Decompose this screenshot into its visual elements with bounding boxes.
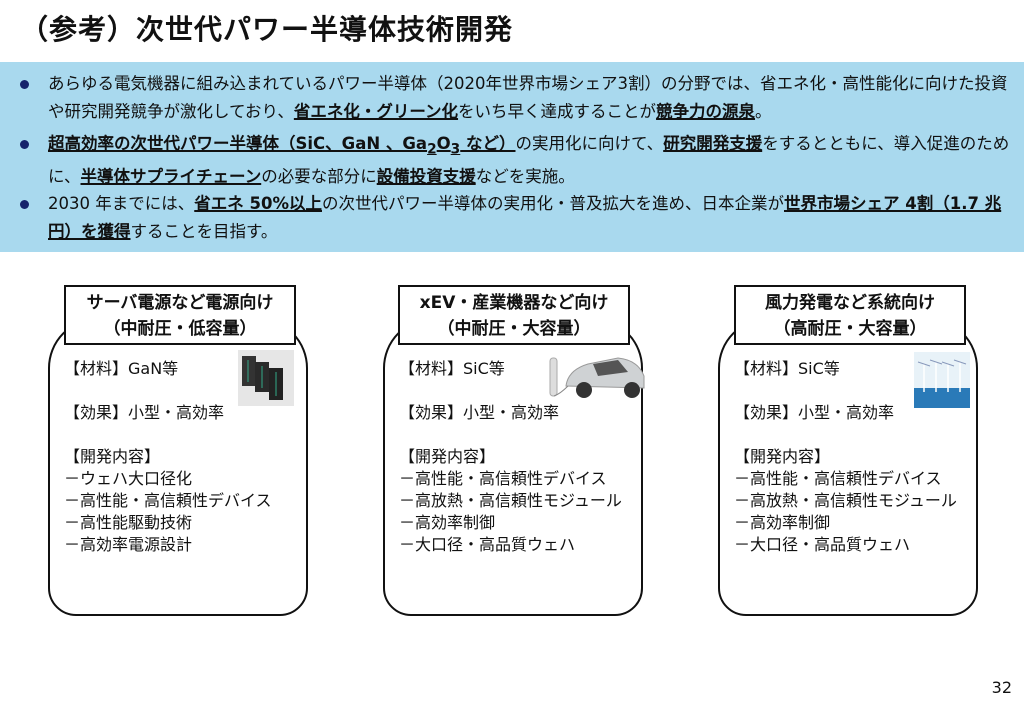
bullet-segment: 2030 年までには、 [48,194,195,213]
effect: 【効果】小型・高効率 [399,403,560,422]
dev-item: －高効率電源設計 [64,535,193,554]
card-header: サーバ電源など電源向け （中耐圧・低容量） [64,285,296,345]
server-rack-icon [238,350,294,406]
dev-item: －ウェハ大口径化 [64,469,193,488]
dev-item: －高性能・高信頼性デバイス [734,469,942,488]
dev-item: －高性能・高信頼性デバイス [399,469,607,488]
bullet-segment: 2 [427,141,437,158]
bullet-1: あらゆる電気機器に組み込まれているパワー半導体（2020年世界市場シェア3割）の… [20,70,1010,126]
electric-car-icon [549,357,645,398]
bullet-text: あらゆる電気機器に組み込まれているパワー半導体（2020年世界市場シェア3割）の… [48,70,1010,126]
bullet-segment: など） [460,134,516,153]
header-line: （中耐圧・大容量） [437,319,591,339]
bullet-text: 2030 年までには、省エネ 50%以上の次世代パワー半導体の実用化・普及拡大を… [48,190,1010,246]
dev-item: －大口径・高品質ウェハ [399,535,576,554]
effect: 【効果】小型・高効率 [64,403,225,422]
material: 【材料】GaN等 [64,359,179,378]
bullet-dot-icon [20,80,29,89]
header-line: （中耐圧・低容量） [103,319,257,339]
bullet-segment: 半導体サプライチェーン [80,167,262,187]
bullet-segment: をいち早く達成することが [458,102,657,121]
bullet-segment: の必要な部分に [261,167,377,187]
bullet-segment: O [436,134,451,153]
effect: 【効果】小型・高効率 [734,403,895,422]
bullet-segment: 競争力の源泉 [656,102,756,121]
dev-item: －高放熱・高信頼性モジュール [734,491,957,510]
page-title: （参考）次世代パワー半導体技術開発 [20,13,514,46]
wind-turbine-icon [914,352,970,408]
dev-label: 【開発内容】 [399,447,496,466]
bullet-segment: 省エネ化・グリーン化 [293,102,459,121]
bullet-segment: 3 [450,141,461,158]
bullet-text: 超高効率の次世代パワー半導体（SiC、GaN 、Ga2O3 など）の実用化に向け… [48,130,1010,191]
bullet-segment: 設備投資支援 [376,167,476,187]
dev-label: 【開発内容】 [734,447,831,466]
card-grid: 【材料】SiC等 【効果】小型・高効率 【開発内容】 －高性能・高信頼性デバイス… [718,318,978,616]
material: 【材料】SiC等 [734,359,840,378]
header-line: 風力発電など系統向け [765,293,935,313]
dev-item: －大口径・高品質ウェハ [734,535,911,554]
bullet-2: 超高効率の次世代パワー半導体（SiC、GaN 、Ga2O3 など）の実用化に向け… [20,130,1010,191]
header-line: xEV・産業機器など向け [419,293,609,313]
dev-item: －高放熱・高信頼性モジュール [399,491,622,510]
bullet-segment: の実用化に向けて、 [515,134,664,153]
bullet-segment: などを実施。 [475,167,575,187]
bullet-segment: あらゆる電気機器に組み込まれているパワー半導体（2020年世界市場シェア3割）の… [48,74,1008,121]
card-header: xEV・産業機器など向け （中耐圧・大容量） [398,285,630,345]
header-line: サーバ電源など電源向け [86,293,274,313]
bullet-segment: の次世代パワー半導体の実用化・普及拡大を進め、日本企業が [322,194,784,213]
bullet-segment: 。 [755,102,772,121]
card-header: 風力発電など系統向け （高耐圧・大容量） [734,285,966,345]
dev-item: －高性能駆動技術 [64,513,193,532]
bullet-segment: することを目指す。 [130,222,278,241]
bullet-segment: をするとともに、導入促進のために、 [48,134,1010,187]
bullet-3: 2030 年までには、省エネ 50%以上の次世代パワー半導体の実用化・普及拡大を… [20,190,1010,246]
bullet-segment: 研究開発支援 [663,134,763,153]
dev-label: 【開発内容】 [64,447,161,466]
bullet-dot-icon [20,200,29,209]
bullet-segment: 省エネ 50%以上 [194,194,322,213]
material: 【材料】SiC等 [399,359,505,378]
dev-item: －高効率制御 [734,513,831,532]
bullet-dot-icon [20,140,29,149]
dev-item: －高性能・高信頼性デバイス [64,491,272,510]
header-line: （高耐圧・大容量） [773,319,927,339]
summary-banner: あらゆる電気機器に組み込まれているパワー半導体（2020年世界市場シェア3割）の… [0,62,1024,252]
dev-item: －高効率制御 [399,513,496,532]
bullet-segment: 世界市場シェア 4割（1.7 兆円）を獲得 [48,194,1002,241]
bullet-segment: 超高効率の次世代パワー半導体（SiC、GaN 、Ga [48,134,428,153]
page-number: 32 [991,678,1012,697]
